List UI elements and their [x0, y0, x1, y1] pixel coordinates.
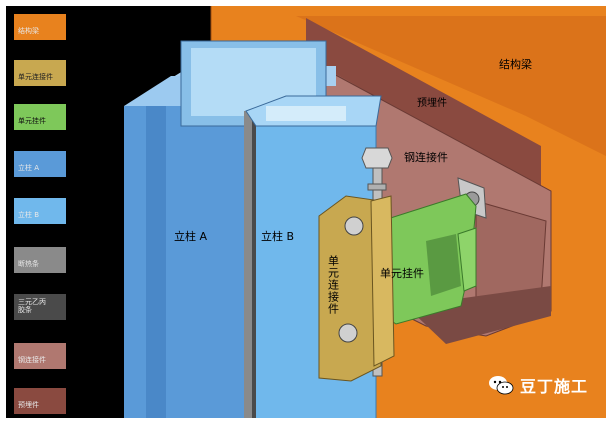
unit-hanger-hook [426, 234, 461, 296]
legend-swatch [14, 60, 66, 86]
structural-beam-top [296, 16, 606, 156]
label-steel-connector: 钢连接件 [404, 151, 448, 164]
unit-connector [318, 195, 382, 382]
legend-swatch [14, 104, 66, 130]
legend-label: 单元挂件 [18, 117, 46, 125]
legend-item-embedded-plate: 预埋件 [14, 388, 66, 418]
unit-connector-side [370, 195, 395, 367]
label-structural-beam: 结构梁 [499, 57, 532, 71]
legend-item-thermal-break: 断热条 [14, 247, 66, 281]
legend-swatch [14, 151, 66, 177]
legend-item-unit-connector: 单元连接件 [14, 60, 66, 94]
legend-label: 钢连接件 [18, 356, 46, 364]
legend-label: 预埋件 [18, 401, 39, 409]
unit-hanger-lip [457, 227, 477, 292]
legend-swatch [14, 14, 66, 40]
legend-item-structural-beam: 结构梁 [14, 14, 66, 48]
connector-bolt-bottom [338, 323, 358, 343]
legend-label: 立柱 B [18, 211, 40, 219]
diagram-stage: 结构梁 预埋件 钢连接件 立柱 A 立柱 B 单元挂件 单元连接件 结构梁 单元… [6, 6, 606, 418]
legend-label: 断热条 [18, 260, 39, 268]
legend-swatch [14, 343, 66, 369]
bolt-washer [367, 183, 387, 191]
legend-swatch [14, 198, 66, 224]
legend-item-column-a: 立柱 A [14, 151, 66, 185]
label-column-b: 立柱 B [261, 229, 294, 243]
watermark-text: 豆丁施工 [519, 377, 588, 396]
column-b-inner-top [266, 106, 346, 121]
legend-item-column-b: 立柱 B [14, 198, 66, 232]
column-a-side [146, 91, 166, 418]
legend-label: 单元连接件 [18, 73, 53, 81]
curtain-wall-diagram: 结构梁 预埋件 钢连接件 立柱 A 立柱 B 单元挂件 单元连接件 [124, 6, 606, 418]
thermal-break [244, 111, 252, 418]
wechat-icon [488, 376, 514, 395]
label-column-a: 立柱 A [174, 229, 207, 243]
legend-label: 结构梁 [18, 27, 39, 35]
legend-swatch [14, 388, 66, 414]
epdm-gasket [252, 116, 256, 418]
legend-swatch [14, 294, 66, 320]
label-unit-hanger: 单元挂件 [380, 266, 424, 280]
color-legend: 结构梁 单元连接件 单元挂件 立柱 A 立柱 B 断热条 [6, 6, 101, 418]
label-unit-connector: 单元连接件 [327, 255, 340, 315]
legend-item-epdm-gasket: 三元乙丙 胶条 [14, 294, 66, 328]
legend-label: 三元乙丙 胶条 [18, 298, 46, 314]
connector-bolt-top [344, 216, 364, 236]
legend-item-unit-hanger: 单元挂件 [14, 104, 66, 138]
label-embedded-plate: 预埋件 [417, 97, 447, 109]
legend-label: 立柱 A [18, 164, 40, 172]
column-a [124, 106, 246, 418]
legend-item-steel-connector: 钢连接件 [14, 343, 66, 377]
steel-connector-bottom [406, 286, 551, 344]
watermark: 豆丁施工 [488, 374, 588, 396]
legend-swatch [14, 247, 66, 273]
bolt-head [361, 147, 393, 169]
